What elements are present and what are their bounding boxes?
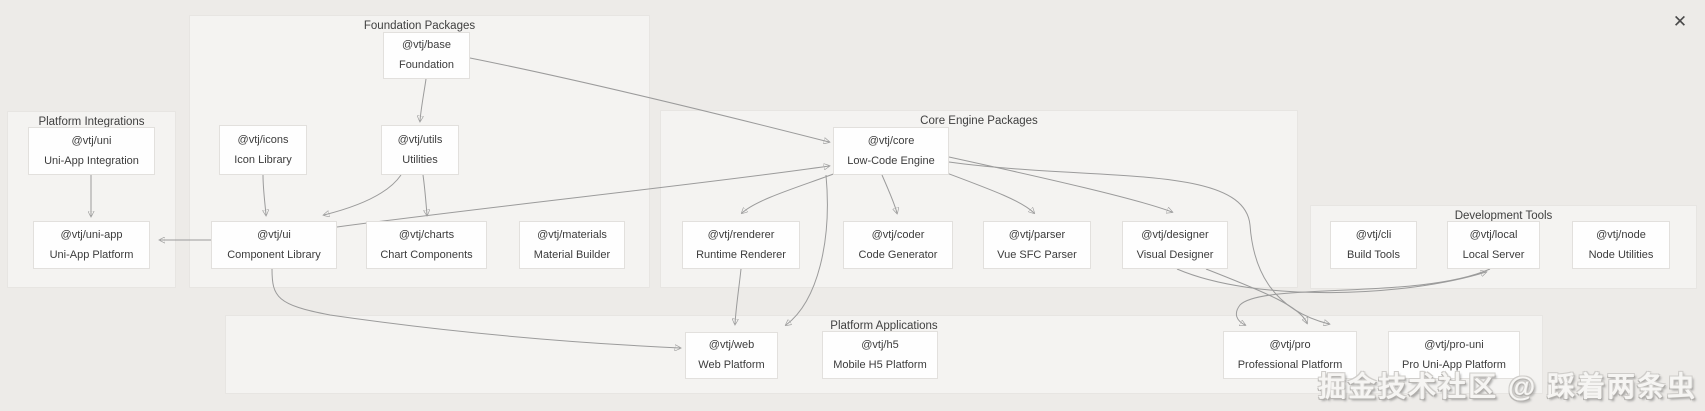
node-desc: Mobile H5 Platform: [833, 358, 927, 371]
close-icon[interactable]: ✕: [1672, 12, 1688, 31]
group-title: Core Engine Packages: [920, 115, 1038, 127]
node-desc: Material Builder: [533, 248, 611, 261]
node-desc: Foundation: [398, 59, 455, 71]
watermark-text: 掘金技术社区 @ 踩着两条虫: [1318, 371, 1697, 402]
node-vtj-designer: @vtj/designer Visual Designer: [1122, 221, 1228, 269]
node-pkg: @vtj/core: [867, 134, 915, 147]
node-pkg: @vtj/base: [401, 39, 452, 51]
node-vtj-cli: @vtj/cli Build Tools: [1330, 221, 1417, 269]
group-title: Foundation Packages: [363, 20, 476, 32]
node-vtj-pro-uni: @vtj/pro-uni Pro Uni-App Platform: [1388, 331, 1520, 379]
node-vtj-materials: @vtj/materials Material Builder: [519, 221, 625, 269]
node-vtj-renderer: @vtj/renderer Runtime Renderer: [682, 221, 800, 269]
node-pkg: @vtj/uni-app: [60, 228, 123, 241]
group-title: Development Tools: [1454, 210, 1553, 222]
node-desc: Icon Library: [234, 153, 292, 166]
node-vtj-core: @vtj/core Low-Code Engine: [833, 127, 949, 175]
node-pkg: @vtj/charts: [398, 228, 455, 241]
node-vtj-charts: @vtj/charts Chart Components: [366, 221, 487, 269]
node-pkg: @vtj/uni: [71, 134, 112, 147]
node-desc: Component Library: [227, 248, 321, 261]
node-pkg: @vtj/parser: [1008, 228, 1066, 241]
node-desc: Pro Uni-App Platform: [1402, 358, 1506, 371]
node-pkg: @vtj/pro-uni: [1424, 338, 1484, 351]
node-vtj-pro: @vtj/pro Professional Platform: [1223, 331, 1357, 379]
node-vtj-parser: @vtj/parser Vue SFC Parser: [983, 221, 1091, 269]
node-pkg: @vtj/coder: [871, 228, 925, 241]
node-vtj-base: @vtj/base Foundation: [383, 32, 470, 79]
node-desc: Code Generator: [858, 248, 938, 261]
node-pkg: @vtj/pro: [1269, 338, 1311, 351]
node-pkg: @vtj/renderer: [707, 228, 775, 241]
node-desc: Low-Code Engine: [847, 154, 935, 167]
node-pkg: @vtj/cli: [1355, 228, 1392, 241]
node-pkg: @vtj/h5: [861, 338, 899, 351]
node-vtj-node: @vtj/node Node Utilities: [1572, 221, 1670, 269]
group-title: Platform Integrations: [38, 116, 145, 128]
node-desc: Uni-App Integration: [44, 154, 139, 167]
node-vtj-icons: @vtj/icons Icon Library: [219, 125, 307, 175]
node-vtj-h5: @vtj/h5 Mobile H5 Platform: [822, 331, 938, 379]
node-pkg: @vtj/ui: [257, 228, 291, 241]
node-pkg: @vtj/designer: [1141, 228, 1209, 241]
node-vtj-uni: @vtj/uni Uni-App Integration: [28, 127, 155, 175]
node-vtj-utils: @vtj/utils Utilities: [381, 125, 459, 175]
node-pkg: @vtj/web: [708, 339, 755, 351]
node-pkg: @vtj/local: [1469, 228, 1518, 241]
node-desc: Utilities: [402, 153, 438, 166]
node-vtj-web: @vtj/web Web Platform: [685, 332, 778, 379]
node-desc: Visual Designer: [1136, 248, 1214, 261]
node-pkg: @vtj/icons: [237, 133, 289, 146]
node-desc: Build Tools: [1347, 248, 1400, 261]
node-vtj-coder: @vtj/coder Code Generator: [843, 221, 953, 269]
node-pkg: @vtj/utils: [397, 133, 443, 146]
node-desc: Local Server: [1462, 248, 1525, 261]
node-vtj-ui: @vtj/ui Component Library: [211, 221, 337, 269]
node-desc: Node Utilities: [1588, 248, 1654, 261]
node-pkg: @vtj/materials: [537, 228, 607, 241]
node-desc: Chart Components: [380, 248, 473, 261]
node-desc: Web Platform: [698, 359, 765, 371]
node-vtj-local: @vtj/local Local Server: [1447, 221, 1540, 269]
group-title: Platform Applications: [830, 320, 938, 332]
node-desc: Runtime Renderer: [696, 248, 786, 261]
node-pkg: @vtj/node: [1596, 228, 1646, 241]
node-desc: Vue SFC Parser: [997, 248, 1077, 261]
node-desc: Professional Platform: [1237, 358, 1343, 371]
node-vtj-uni-app: @vtj/uni-app Uni-App Platform: [33, 221, 150, 269]
node-desc: Uni-App Platform: [49, 248, 134, 261]
